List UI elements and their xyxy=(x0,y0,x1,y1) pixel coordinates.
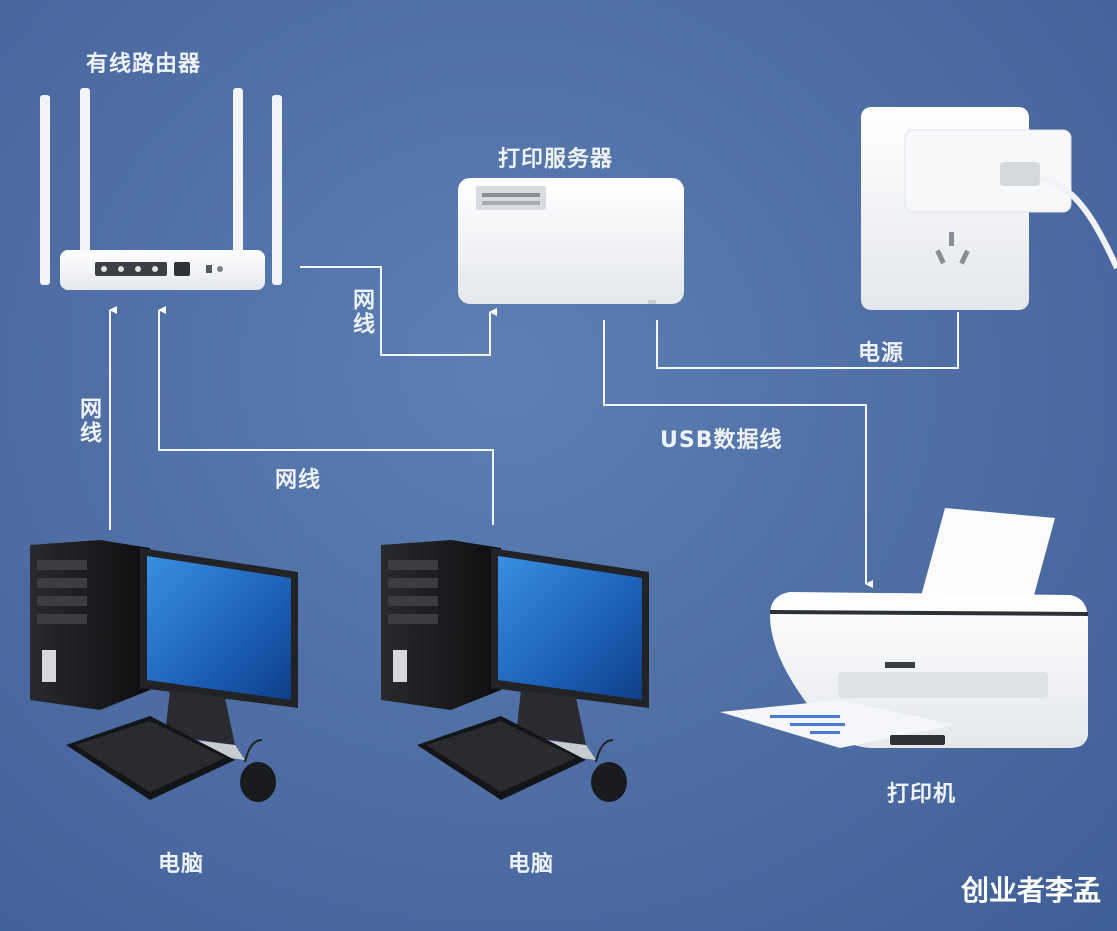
connection-lines xyxy=(109,266,959,588)
computer-right-label: 电脑 xyxy=(508,852,555,877)
power-socket-icon xyxy=(861,107,1117,310)
cable-middle-label: 网线 xyxy=(275,468,322,493)
watermark: 创业者李孟 xyxy=(960,874,1101,907)
computer-right-icon xyxy=(381,540,649,802)
cable-left-label: 网线 xyxy=(76,397,101,445)
usb-cable-label: USB数据线 xyxy=(660,428,783,453)
print-server-icon xyxy=(458,178,684,304)
cable-router-to-server xyxy=(300,266,497,356)
printer-icon xyxy=(720,508,1089,748)
computer-left-label: 电脑 xyxy=(158,852,205,877)
cable-right-pc-to-router xyxy=(158,306,494,525)
printer-label: 打印机 xyxy=(887,782,957,807)
router-icon xyxy=(40,88,282,290)
power-label: 电源 xyxy=(858,341,905,366)
power-line xyxy=(656,312,959,369)
cable-router-server-label: 网线 xyxy=(349,288,374,336)
print-server-label: 打印服务器 xyxy=(498,147,614,172)
usb-line xyxy=(603,320,873,588)
router-label: 有线路由器 xyxy=(86,52,202,77)
computer-left-icon xyxy=(30,540,298,802)
